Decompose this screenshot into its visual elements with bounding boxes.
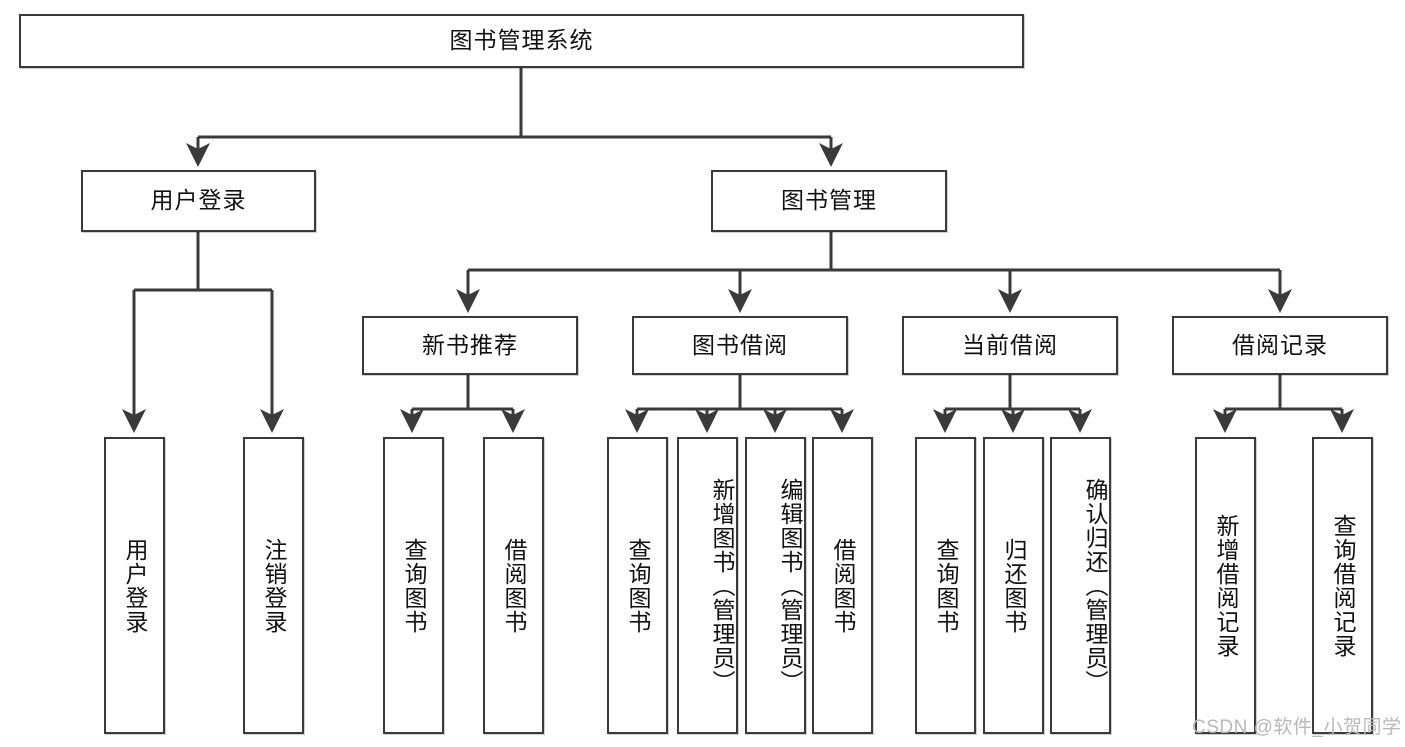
leaf-edit-book-label: 编辑图书（管理员） <box>777 477 803 694</box>
node-new-book-rec[interactable]: 新书推荐 <box>362 316 578 375</box>
node-current-borrow[interactable]: 当前借阅 <box>902 316 1118 375</box>
node-root-label: 图书管理系统 <box>449 27 594 54</box>
leaf-borrow-book-2[interactable]: 借阅图书 <box>812 437 873 734</box>
leaf-return-book[interactable]: 归还图书 <box>983 437 1044 734</box>
leaf-confirm-return-label: 确认归还（管理员） <box>1082 477 1108 694</box>
leaf-query-book-2[interactable]: 查询图书 <box>607 437 668 734</box>
leaf-user-login-label: 用户登录 <box>121 537 148 634</box>
leaf-borrow-book-1[interactable]: 借阅图书 <box>483 437 544 734</box>
leaf-return-book-label: 归还图书 <box>1000 537 1027 634</box>
node-book-borrow-label: 图书借阅 <box>692 331 788 358</box>
leaf-user-login[interactable]: 用户登录 <box>104 437 165 734</box>
node-user-login-label: 用户登录 <box>150 187 247 214</box>
leaf-query-record[interactable]: 查询借阅记录 <box>1312 437 1373 734</box>
node-current-borrow-label: 当前借阅 <box>962 331 1058 358</box>
watermark: CSDN @软件_小贺同学 <box>1192 717 1402 738</box>
leaf-query-book-2-label: 查询图书 <box>624 537 651 634</box>
node-borrow-record[interactable]: 借阅记录 <box>1172 316 1388 375</box>
leaf-borrow-book-1-label: 借阅图书 <box>500 537 527 634</box>
leaf-query-record-label: 查询借阅记录 <box>1329 513 1356 658</box>
node-borrow-record-label: 借阅记录 <box>1232 331 1328 358</box>
node-book-manage-label: 图书管理 <box>781 187 877 214</box>
leaf-logout-label: 注销登录 <box>260 537 287 634</box>
leaf-borrow-book-2-label: 借阅图书 <box>829 537 856 634</box>
leaf-add-record-label: 新增借阅记录 <box>1212 513 1239 658</box>
leaf-add-record[interactable]: 新增借阅记录 <box>1195 437 1256 734</box>
leaf-logout[interactable]: 注销登录 <box>243 437 304 734</box>
node-user-login[interactable]: 用户登录 <box>81 170 316 232</box>
node-book-borrow[interactable]: 图书借阅 <box>632 316 848 375</box>
leaf-edit-book[interactable]: 编辑图书（管理员） <box>745 437 806 734</box>
leaf-query-book-1-label: 查询图书 <box>400 537 427 634</box>
leaf-add-book-label: 新增图书（管理员） <box>709 477 735 694</box>
node-book-manage[interactable]: 图书管理 <box>711 170 947 232</box>
node-new-book-rec-label: 新书推荐 <box>422 331 518 358</box>
leaf-query-book-3[interactable]: 查询图书 <box>915 437 976 734</box>
leaf-add-book[interactable]: 新增图书（管理员） <box>677 437 738 734</box>
leaf-confirm-return[interactable]: 确认归还（管理员） <box>1050 437 1111 734</box>
node-root[interactable]: 图书管理系统 <box>19 14 1024 68</box>
leaf-query-book-3-label: 查询图书 <box>932 537 959 634</box>
leaf-query-book-1[interactable]: 查询图书 <box>383 437 444 734</box>
